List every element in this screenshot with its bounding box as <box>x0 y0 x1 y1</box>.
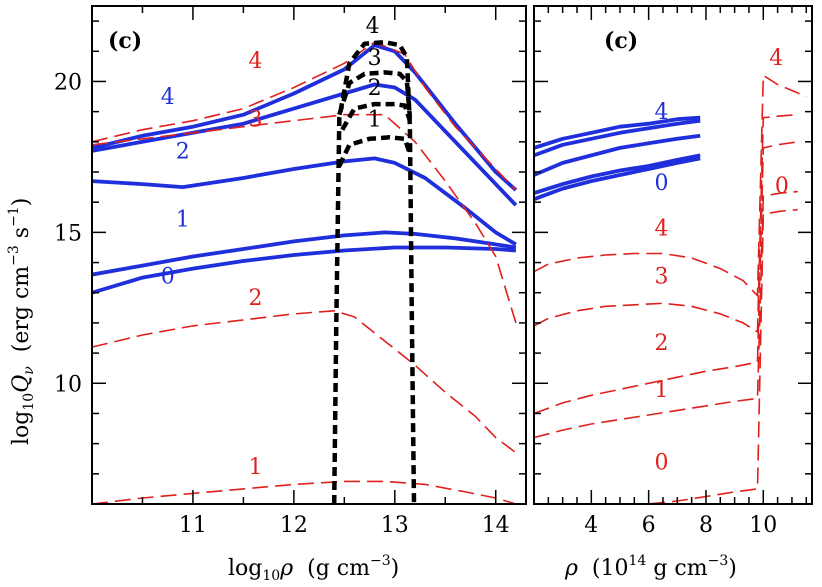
x-label-units: (g cm <box>293 556 370 581</box>
x2-label-open: (10 <box>578 556 629 581</box>
left-series-red-8 <box>92 480 517 504</box>
left-series-blue-1 <box>92 82 518 207</box>
left-curve-label-blue-1: 2 <box>176 139 190 164</box>
x2-label-exp: 14 <box>629 553 647 569</box>
y-label-units: (erg cm <box>9 266 34 367</box>
x-label-exp: −3 <box>370 553 391 569</box>
right-curve-label-red-2: 4 <box>769 46 783 71</box>
left-curve-label-red-7: 1 <box>249 455 263 480</box>
x2-label-close: ) <box>728 556 737 581</box>
left-curve-label-blue-3: 0 <box>161 265 175 290</box>
left-x-tick-label: 12 <box>280 513 308 538</box>
left-curve-label-black-9: 3 <box>368 46 382 71</box>
left-curve-label-black-10: 2 <box>368 76 382 101</box>
left-series-group <box>92 39 518 504</box>
right-series-blue-4 <box>534 156 701 201</box>
right-curve-label-red-3: 0 <box>775 174 789 199</box>
y-label-exp2: −1 <box>6 206 22 227</box>
left-series-black-9 <box>331 39 417 504</box>
left-curve-label-red-5: 3 <box>249 108 263 133</box>
right-panel-label: (c) <box>604 28 638 54</box>
right-series-red-5 <box>534 74 807 297</box>
x2-label-exp2: −3 <box>708 553 729 569</box>
y-label-nu: ν <box>21 366 37 375</box>
left-x-axis-label: log10ρ (g cm−3) <box>228 553 399 584</box>
left-curve-label-black-8: 4 <box>366 14 380 39</box>
left-series-red-7 <box>92 309 517 454</box>
right-annotations: 4 0 4 0 4 3 2 1 0 <box>655 46 789 475</box>
right-series-red-7 <box>534 141 798 415</box>
y-axis-label: log10Qν (erg cm−3 s−1) <box>6 198 37 445</box>
left-series-black-12 <box>337 135 413 167</box>
left-y-tick-label: 10 <box>54 372 82 397</box>
right-curve-label-red-6: 2 <box>655 331 669 356</box>
left-series-blue-3 <box>92 230 517 277</box>
right-x-tick-label: 10 <box>749 513 777 538</box>
left-curve-label-blue-2: 1 <box>176 207 190 232</box>
left-series-blue-0 <box>92 43 518 192</box>
right-series-red-8 <box>534 190 798 439</box>
y-label-close: ) <box>9 198 34 207</box>
left-curve-label-red-4: 4 <box>249 49 263 74</box>
left-curve-label-red-6: 2 <box>249 286 263 311</box>
left-curve-label-black-11: 1 <box>368 108 382 133</box>
right-series-red-6 <box>534 113 798 333</box>
y-label-log-sub: 10 <box>21 393 37 411</box>
right-x-tick-label: 8 <box>699 513 713 538</box>
left-x-tick-label: 11 <box>179 513 207 538</box>
right-series-blue-2 <box>534 133 701 177</box>
left-series-black-10 <box>337 70 413 118</box>
right-curve-label-red-5: 3 <box>655 265 669 290</box>
left-plot-frame <box>91 5 527 505</box>
left-x-tick-label: 14 <box>482 513 510 538</box>
x-label-log: log <box>228 556 262 581</box>
right-series-group <box>534 74 807 504</box>
right-series-blue-3 <box>534 153 701 195</box>
right-series-blue-1 <box>534 118 701 158</box>
y-label-log: log <box>9 411 34 445</box>
right-x-tick-label: 4 <box>584 513 598 538</box>
left-series-blue-2 <box>92 156 517 247</box>
right-curve-label-red-8: 0 <box>655 450 669 475</box>
right-curve-label-blue-0: 4 <box>655 100 669 125</box>
y-label-q: Q <box>9 375 34 393</box>
right-curve-label-red-7: 1 <box>655 378 669 403</box>
left-x-tick-label: 13 <box>381 513 409 538</box>
x2-label-units: g cm <box>646 556 707 581</box>
left-curve-label-blue-0: 4 <box>161 85 175 110</box>
left-y-tick-label: 20 <box>54 71 82 96</box>
left-y-tick-label: 15 <box>54 221 82 246</box>
x-label-rho: ρ <box>279 556 293 581</box>
left-annotations: 4 2 1 0 4 3 2 1 4 3 2 1 <box>161 14 382 480</box>
left-series-blue-4 <box>92 245 517 295</box>
x2-label-rho: ρ <box>564 556 578 581</box>
right-x-axis-label: ρ (1014 g cm−3) <box>564 553 737 581</box>
left-series-black-11 <box>340 101 413 131</box>
right-x-tick-label: 6 <box>642 513 656 538</box>
right-curve-label-blue-1: 0 <box>655 171 669 196</box>
left-panel-label: (c) <box>108 28 142 54</box>
x-label-log-sub: 10 <box>262 568 280 584</box>
right-series-blue-0 <box>534 115 701 150</box>
x-label-close: ) <box>391 556 400 581</box>
right-curve-label-red-4: 4 <box>655 216 669 241</box>
y-label-exp1: −3 <box>6 245 22 266</box>
left-series-red-6 <box>92 113 517 324</box>
y-label-s: s <box>9 227 34 245</box>
right-plot-frame <box>533 5 813 505</box>
